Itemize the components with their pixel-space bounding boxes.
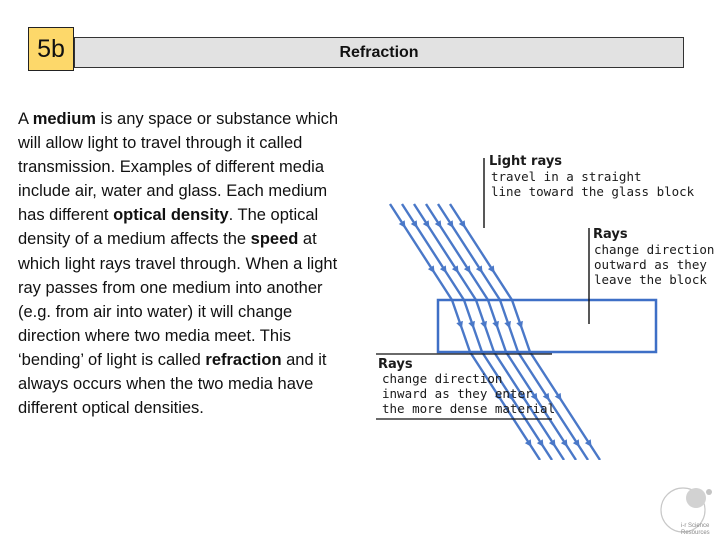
ray-arrow — [480, 320, 487, 329]
ray-arrow — [492, 320, 499, 329]
label-rays-leave-line-1: change direction — [594, 242, 714, 257]
logo-text-line-2: Resources — [681, 530, 710, 536]
key-term: refraction — [205, 350, 282, 369]
ray-arrow — [451, 265, 459, 274]
label-rays-leave-line-3: leave the block — [594, 272, 707, 287]
ray-arrow — [518, 392, 526, 401]
body-paragraph: A medium is any space or substance which… — [18, 107, 348, 420]
label-rays-leave-heading: Rays — [593, 227, 628, 242]
ray-arrow — [560, 439, 568, 448]
ray-arrow — [468, 320, 475, 329]
refraction-diagram: Light rays travel in a straight line tow… — [376, 154, 714, 460]
ray-arrow — [530, 392, 538, 401]
publisher-logo: i-r Science Resources — [660, 487, 712, 536]
ray-arrow — [463, 265, 471, 274]
logo-ring — [660, 487, 706, 533]
label-rays-enter-line-1: change direction — [382, 371, 502, 386]
ray-arrow — [434, 220, 442, 228]
ray-arrow — [504, 320, 511, 329]
ray-arrow — [524, 439, 532, 448]
title-bar: Refraction — [74, 37, 684, 68]
logo-small-dot — [706, 489, 712, 495]
key-term: speed — [250, 230, 299, 249]
ray-arrow — [458, 220, 466, 228]
ray-arrow — [494, 392, 502, 401]
ray-arrow — [427, 265, 435, 274]
ray-arrow — [536, 439, 544, 448]
ray-arrow — [456, 320, 463, 329]
ray-arrow — [398, 220, 406, 228]
light-ray — [400, 203, 554, 460]
logo-text-line-1: i-r Science — [681, 523, 710, 529]
ray-arrow — [554, 392, 562, 401]
ray-arrow — [548, 439, 556, 448]
key-term: medium — [32, 110, 96, 128]
ray-arrow — [516, 320, 523, 329]
ray-arrow — [506, 392, 514, 401]
light-ray — [448, 203, 602, 460]
ray-arrow — [439, 265, 447, 274]
light-rays — [388, 203, 602, 460]
slide-number-badge: 5b — [28, 27, 74, 71]
slide-number: 5b — [37, 34, 65, 63]
body-text-run: A — [18, 110, 33, 128]
logo-dot — [686, 488, 706, 508]
ray-arrow — [446, 220, 454, 228]
light-ray — [424, 203, 578, 460]
page-title: Refraction — [339, 43, 419, 61]
label-rays-enter-heading: Rays — [378, 357, 413, 372]
ray-arrow — [487, 265, 495, 274]
label-light-rays-line-1: travel in a straight — [491, 169, 642, 184]
ray-arrow — [410, 220, 418, 228]
label-light-rays-heading: Light rays — [489, 154, 562, 169]
glass-block — [436, 298, 658, 354]
key-term: optical density — [113, 206, 229, 225]
ray-arrow — [572, 439, 580, 448]
label-light-rays-line-2: line toward the glass block — [491, 184, 695, 199]
label-rays-enter-line-2: inward as they enter — [382, 386, 533, 401]
label-rays-leave-line-2: outward as they — [594, 257, 707, 272]
ray-arrow — [542, 392, 550, 401]
body-text-run: . The optical density of a medium affect… — [18, 206, 319, 249]
body-text-run: is any space or substance which will all… — [18, 110, 339, 225]
body-text-run: at which light rays travel through. When… — [18, 230, 338, 369]
label-rays-enter-line-3: the more dense material — [382, 401, 555, 416]
light-ray — [436, 203, 590, 460]
light-ray — [412, 203, 566, 460]
ray-arrow — [422, 220, 430, 228]
light-ray — [388, 203, 542, 460]
ray-arrow — [584, 439, 592, 448]
body-text-run: and it always occurs when the two media … — [18, 350, 327, 418]
ray-arrow — [475, 265, 483, 274]
